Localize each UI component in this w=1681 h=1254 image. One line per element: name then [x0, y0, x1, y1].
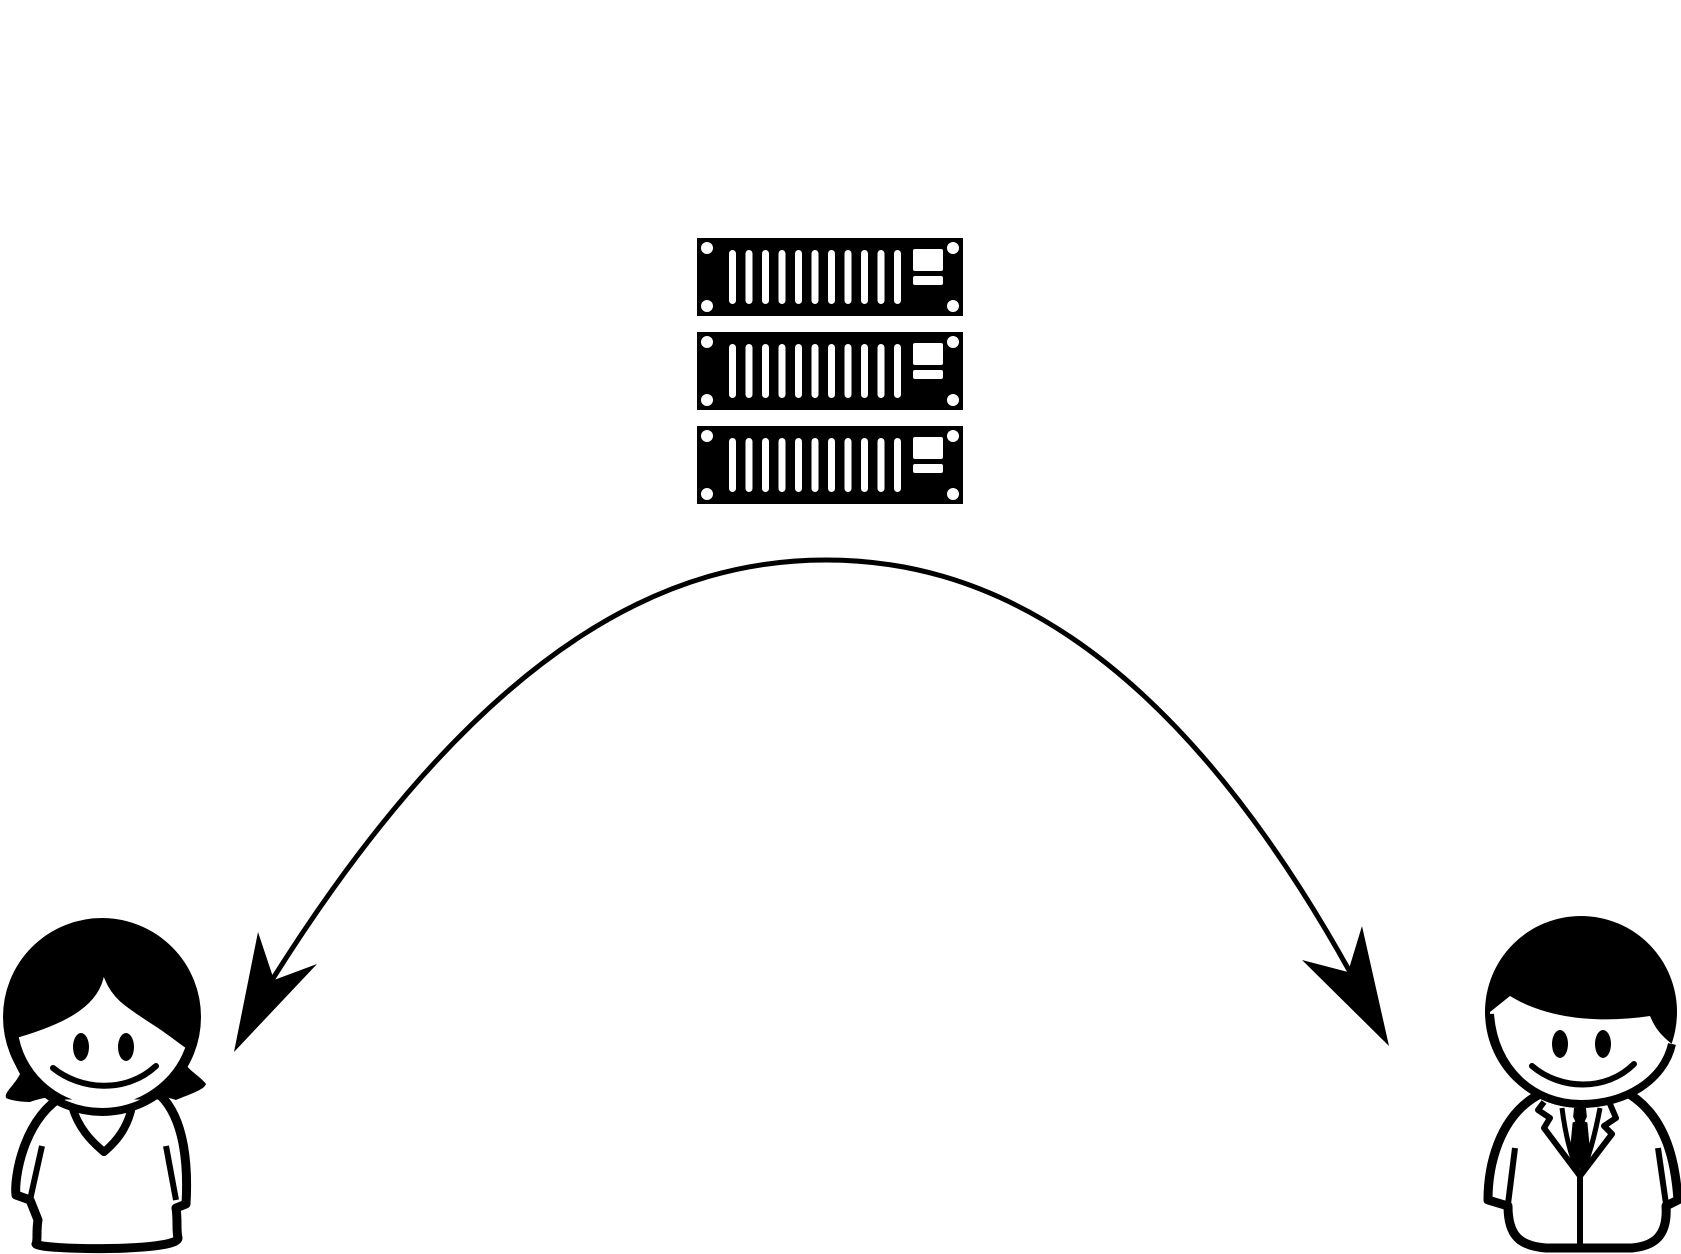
server-vent-slot [729, 438, 736, 492]
server-display [913, 343, 943, 365]
server-vent-slot [877, 250, 885, 304]
server-vent-slot [811, 250, 819, 304]
server-unit [697, 332, 963, 410]
woman-eye-left [73, 1033, 89, 1061]
man-eye-left [1552, 1030, 1568, 1058]
man-lapel-left [1535, 1100, 1583, 1178]
woman-arm-left [27, 1145, 45, 1201]
server-vent-slot [745, 250, 753, 304]
server-vent-slot [778, 438, 786, 492]
server-vent-slot [877, 344, 885, 398]
server-vent-slot [795, 344, 802, 398]
server-screw [701, 488, 713, 500]
arrow-curve [269, 557, 1353, 982]
server-vent-slot [762, 344, 769, 398]
man-in-suit-user-icon [1483, 916, 1681, 1253]
server-screw [701, 336, 713, 348]
curved-double-arrow [234, 557, 1389, 1052]
server-vent-slot [745, 344, 753, 398]
server-screw [947, 242, 959, 254]
server-vent-slot [894, 250, 901, 304]
server-vent-slot [762, 250, 769, 304]
server-vent-slot [778, 344, 786, 398]
arrow-head-left [234, 932, 317, 1052]
server-vent-slot [877, 438, 885, 492]
server-vent-slot [795, 438, 802, 492]
woman-arm-right [163, 1145, 179, 1201]
server-vent-slot [729, 344, 736, 398]
man-face-outline [1486, 1013, 1676, 1109]
man-tie [1570, 1108, 1590, 1170]
man-lapel-right [1577, 1102, 1619, 1178]
server-display [913, 249, 943, 271]
server-indicator [913, 276, 943, 285]
woman-collar [68, 1104, 136, 1156]
woman-eye-right [118, 1033, 134, 1061]
server-vent-slot [745, 438, 753, 492]
server-screw [947, 336, 959, 348]
server-screw [701, 242, 713, 254]
server-screw [947, 488, 959, 500]
server-screw [947, 394, 959, 406]
server-vent-slot [844, 438, 852, 492]
server-rack-icon [697, 238, 963, 504]
woman-body [11, 1090, 192, 1254]
arrow-head-right [1302, 926, 1389, 1046]
server-vent-slot [729, 250, 736, 304]
woman-user-icon [3, 918, 207, 1254]
woman-head-outline [3, 918, 201, 1116]
server-indicator [913, 464, 943, 473]
server-vent-slot [778, 250, 786, 304]
server-vent-slot [762, 438, 769, 492]
server-screw [701, 300, 713, 312]
man-face [1490, 996, 1672, 1104]
server-vent-slot [828, 438, 835, 492]
server-vent-slot [894, 344, 901, 398]
man-smile [1529, 1061, 1637, 1088]
man-eye-right [1595, 1030, 1611, 1058]
man-tie-knot [1566, 1109, 1594, 1123]
server-vent-slot [861, 250, 868, 304]
server-unit [697, 426, 963, 504]
server-vent-slot [844, 250, 852, 304]
man-arm-right [1655, 1147, 1669, 1205]
server-vent-slot [844, 344, 852, 398]
server-display [913, 437, 943, 459]
server-vent-slot [828, 344, 835, 398]
server-vent-slot [811, 438, 819, 492]
server-vent-slot [795, 250, 802, 304]
woman-smile [50, 1063, 159, 1089]
server-vent-slot [894, 438, 901, 492]
server-screw [701, 430, 713, 442]
server-unit [697, 238, 963, 316]
server-vent-slot [828, 250, 835, 304]
server-screw [701, 394, 713, 406]
server-vent-slot [861, 344, 868, 398]
server-vent-slot [861, 438, 868, 492]
server-screw [947, 430, 959, 442]
server-screw [947, 300, 959, 312]
server-vent-slot [811, 344, 819, 398]
man-arm-left [1505, 1147, 1518, 1205]
server-indicator [913, 370, 943, 379]
